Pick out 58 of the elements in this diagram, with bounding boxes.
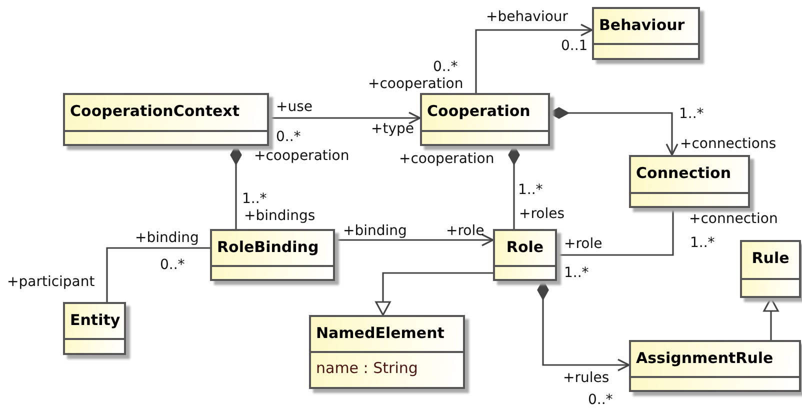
role-label: +connection: [689, 211, 778, 227]
role-label: 1..*: [690, 235, 715, 251]
composition-line: [230, 145, 242, 229]
generalization-arrow: [763, 297, 779, 340]
role-label: +behaviour: [486, 9, 568, 25]
role-label: 1..*: [518, 182, 543, 198]
class-box: [740, 240, 801, 298]
generalization-arrow: [375, 272, 493, 316]
class-box: [63, 93, 269, 146]
role-label: 0..*: [276, 129, 301, 145]
class-name: AssignmentRule: [635, 348, 774, 367]
role-label: +cooperation: [254, 148, 350, 164]
association-line: [106, 247, 210, 302]
class-name: Cooperation: [426, 101, 532, 120]
association-arrow: [269, 112, 421, 124]
class-name: Connection: [635, 163, 732, 182]
role-label: +type: [371, 121, 414, 137]
class-name: NamedElement: [315, 323, 446, 342]
role-label: +role: [446, 223, 484, 239]
association-line: [557, 208, 674, 256]
role-label: +cooperation: [368, 76, 464, 92]
class-name: Entity: [69, 310, 122, 329]
attribute-text: name : String: [316, 359, 418, 377]
class-box: [309, 315, 465, 389]
role-label: 1..*: [242, 191, 267, 207]
composition-line: [537, 280, 630, 372]
role-label: 0..*: [588, 392, 613, 408]
class-box: [592, 7, 700, 60]
role-label: +roles: [519, 206, 565, 222]
role-label: +participant: [7, 274, 95, 290]
class-box: [210, 229, 335, 281]
role-label: +bindings: [244, 208, 316, 224]
role-label: +cooperation: [399, 151, 494, 167]
role-label: +rules: [563, 370, 610, 386]
class-name: CooperationContext: [69, 101, 241, 120]
role-label: 0..*: [160, 257, 185, 273]
class-box: [629, 155, 750, 208]
role-label: +connections: [680, 136, 776, 152]
role-label: 1..*: [564, 265, 589, 281]
class-box: [420, 93, 550, 146]
role-label: +use: [276, 99, 313, 115]
class-name: Rule: [750, 248, 790, 267]
role-label: 0..*: [433, 59, 458, 75]
role-label: +role: [564, 236, 602, 252]
role-label: 0..1: [561, 38, 588, 54]
role-label: +binding: [343, 223, 407, 239]
class-box: [493, 229, 557, 281]
class-box: [63, 302, 126, 355]
association-arrow: [335, 234, 494, 246]
class-name: Behaviour: [598, 15, 686, 34]
class-name: Role: [505, 237, 545, 256]
class-name: RoleBinding: [216, 237, 320, 256]
class-box: [629, 340, 801, 392]
composition-line: [549, 107, 678, 156]
role-label: 1..*: [679, 106, 704, 122]
association-arrow: [475, 24, 593, 93]
composition-line: [508, 145, 520, 229]
role-label: +binding: [135, 230, 199, 246]
